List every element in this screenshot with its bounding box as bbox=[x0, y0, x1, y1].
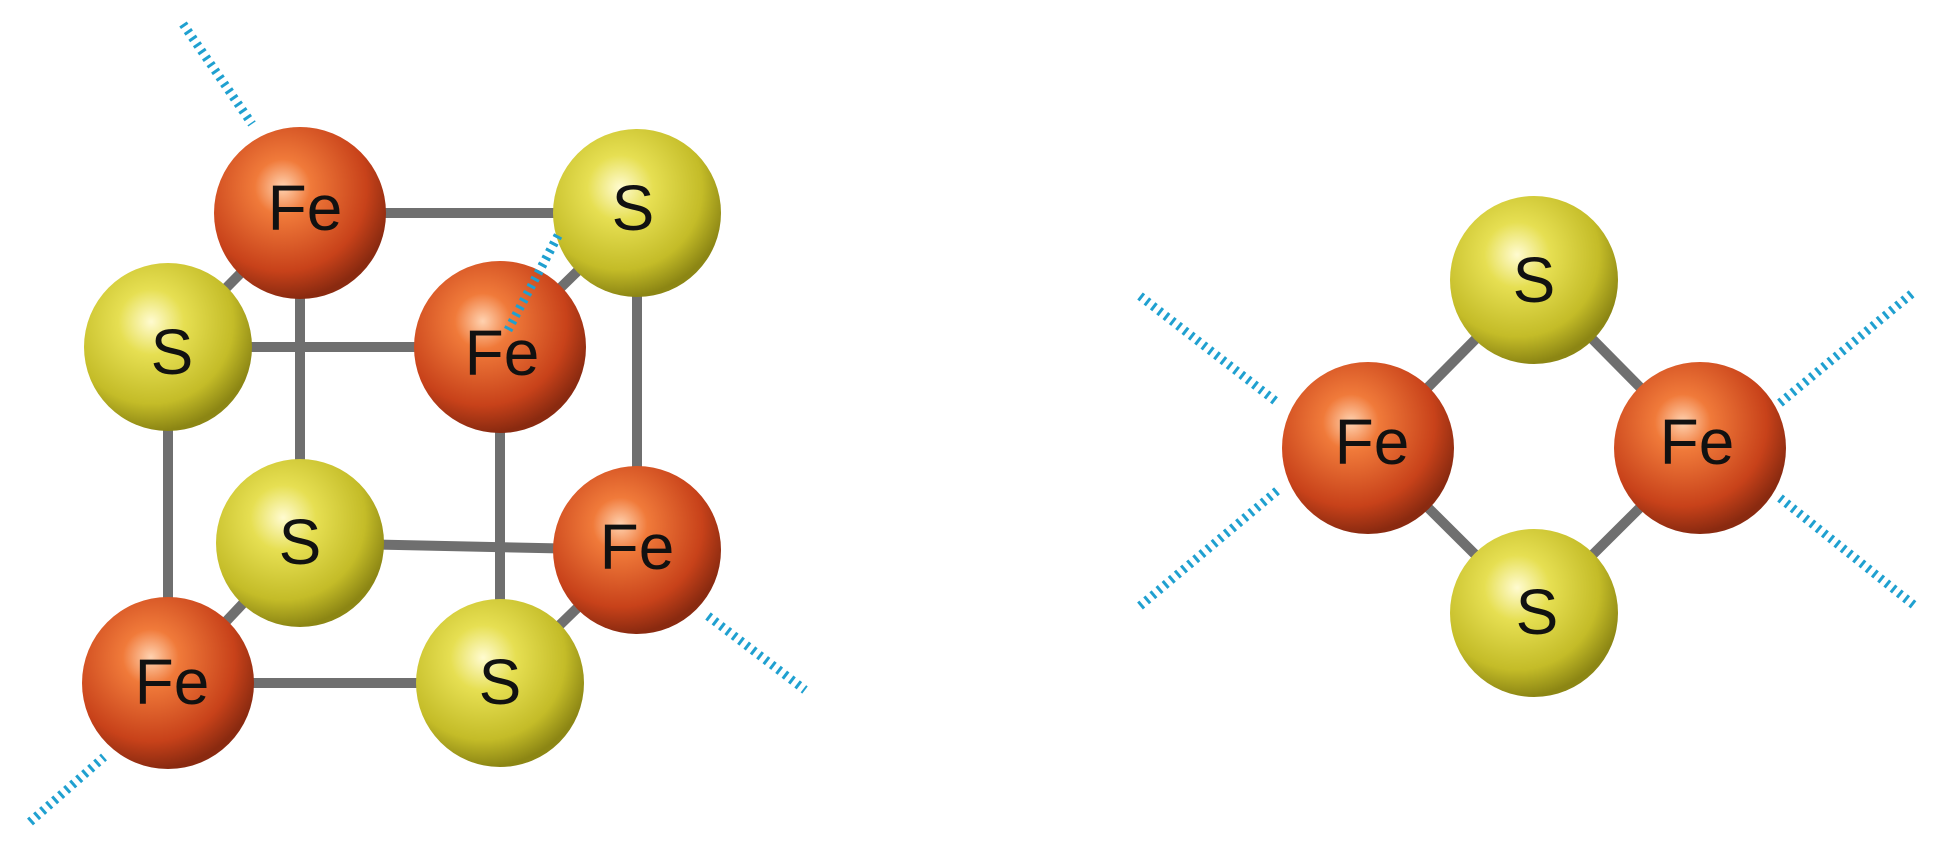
atom-label: S bbox=[1516, 576, 1559, 648]
atom-fe: Fe bbox=[82, 597, 254, 769]
atom-s: S bbox=[416, 599, 584, 767]
fe4s4-bonds bbox=[163, 208, 642, 688]
atom-label: Fe bbox=[465, 317, 540, 389]
atom-s: S bbox=[553, 129, 721, 297]
atom-label: Fe bbox=[600, 511, 675, 583]
atom-s: S bbox=[1450, 196, 1618, 364]
atom-label: Fe bbox=[268, 172, 343, 244]
atom-fe: Fe bbox=[414, 261, 586, 433]
atom-label: S bbox=[279, 506, 322, 578]
ligand-line bbox=[705, 612, 808, 694]
fe4s4-cluster: Fe S S S Fe Fe Fe S bbox=[27, 21, 808, 826]
atom-label: S bbox=[612, 172, 655, 244]
ligand-line bbox=[1137, 486, 1281, 610]
atom-label: S bbox=[479, 646, 522, 718]
atom-fe: Fe bbox=[1282, 362, 1454, 534]
ligand-line bbox=[27, 753, 107, 826]
atom-s: S bbox=[216, 459, 384, 627]
atom-label: Fe bbox=[135, 646, 210, 718]
fe2s2-cluster: S Fe Fe S bbox=[1137, 196, 1918, 697]
ligand-line bbox=[1777, 494, 1918, 610]
atom-fe: Fe bbox=[1614, 362, 1786, 534]
ligand-line bbox=[1137, 292, 1281, 407]
ligand-line bbox=[179, 21, 256, 127]
atom-s: S bbox=[1450, 529, 1618, 697]
ligand-line bbox=[504, 229, 564, 333]
fe2s2-ligands bbox=[1137, 287, 1918, 610]
atom-label: S bbox=[151, 316, 194, 388]
ligand-line bbox=[1777, 287, 1918, 407]
atom-label: S bbox=[1513, 244, 1556, 316]
atom-label: Fe bbox=[1660, 406, 1735, 478]
atom-s: S bbox=[84, 263, 252, 431]
atom-label: Fe bbox=[1335, 406, 1410, 478]
atom-fe: Fe bbox=[553, 466, 721, 634]
atom-fe: Fe bbox=[214, 127, 386, 299]
